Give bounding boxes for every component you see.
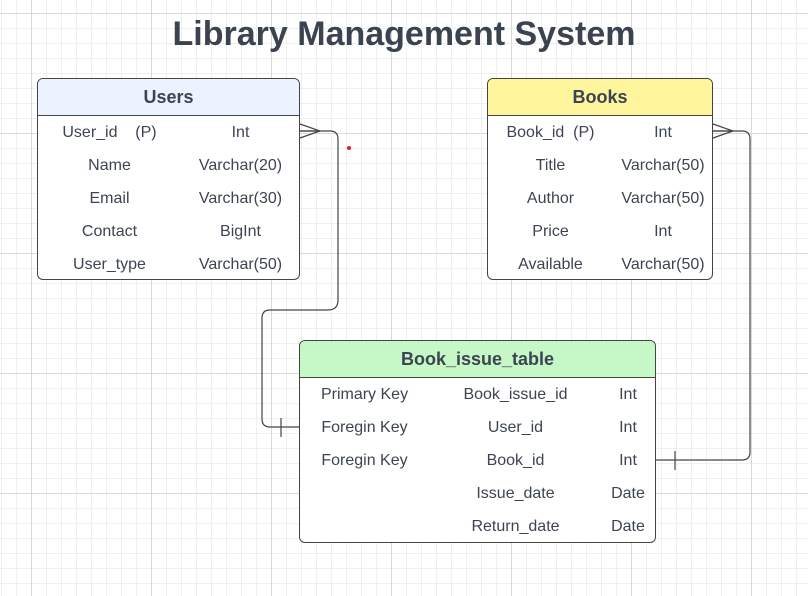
users-attribute-name: Email (89, 190, 130, 207)
books-attribute-type: Varchar(50) (621, 190, 705, 207)
book-issue-attribute-type: Int (619, 419, 637, 436)
books-attribute-name: Book_id (P) (506, 124, 595, 141)
books-attribute-type: Int (654, 124, 672, 141)
book-issue-entity[interactable]: Book_issue_table Primary Key Foregin Key… (299, 340, 656, 543)
users-crowfoot-icon (299, 123, 322, 139)
red-dot-marker (347, 146, 351, 150)
users-attribute-type: Varchar(50) (198, 256, 283, 273)
book-issue-key-type: Primary Key (320, 386, 409, 403)
book-issue-attribute-name: Return_date (471, 518, 560, 535)
users-attribute-name: Contact (81, 223, 138, 240)
books-attribute-name: Price (532, 223, 569, 240)
users-attribute-name: User_type (73, 256, 146, 273)
books-crowfoot-icon (712, 123, 735, 139)
books-attribute-type: Varchar(50) (621, 256, 705, 273)
users-attribute-type: Varchar(30) (198, 190, 283, 207)
book-issue-attribute-name: Book_issue_id (463, 386, 568, 403)
diagram-title: Library Management System (172, 15, 636, 53)
book-issue-key-type (300, 510, 429, 542)
books-attribute-name: Author (526, 190, 575, 207)
book-issue-attribute-type: Int (619, 452, 637, 469)
book-issue-attribute-name: Book_id (486, 452, 545, 469)
books-entity[interactable]: Books Book_id (P) Title Author Price Ava… (487, 78, 713, 280)
users-attribute-type: Varchar(20) (198, 157, 283, 174)
book-issue-attribute-name: Issue_date (476, 485, 555, 502)
books-entity-header: Books (488, 79, 712, 116)
users-attribute-name: Name (88, 157, 131, 174)
book-issue-key-type: Foregin Key (321, 419, 408, 436)
book-issue-key-type (300, 477, 429, 510)
book-issue-attribute-type: Date (611, 485, 645, 502)
books-to-issue-connector (656, 130, 751, 461)
book-issue-key-type: Foregin Key (321, 452, 408, 469)
users-entity-header: Users (38, 79, 299, 116)
users-attribute-type: BigInt (220, 223, 261, 240)
book-issue-entity-header: Book_issue_table (300, 341, 655, 378)
book-issue-attribute-name: User_id (487, 419, 544, 436)
users-attribute-type: Int (231, 124, 250, 141)
books-attribute-type: Int (654, 223, 672, 240)
books-attribute-name: Available (518, 256, 583, 273)
users-attribute-name: User_id (P) (62, 124, 157, 141)
books-attribute-type: Varchar(50) (621, 157, 705, 174)
book-issue-attribute-type: Date (611, 518, 645, 535)
books-attribute-name: Title (535, 157, 566, 174)
users-to-issue-connector (261, 130, 339, 428)
book-issue-attribute-type: Int (619, 386, 637, 403)
users-entity[interactable]: Users User_id (P) Name Email Contact Use… (37, 78, 300, 280)
